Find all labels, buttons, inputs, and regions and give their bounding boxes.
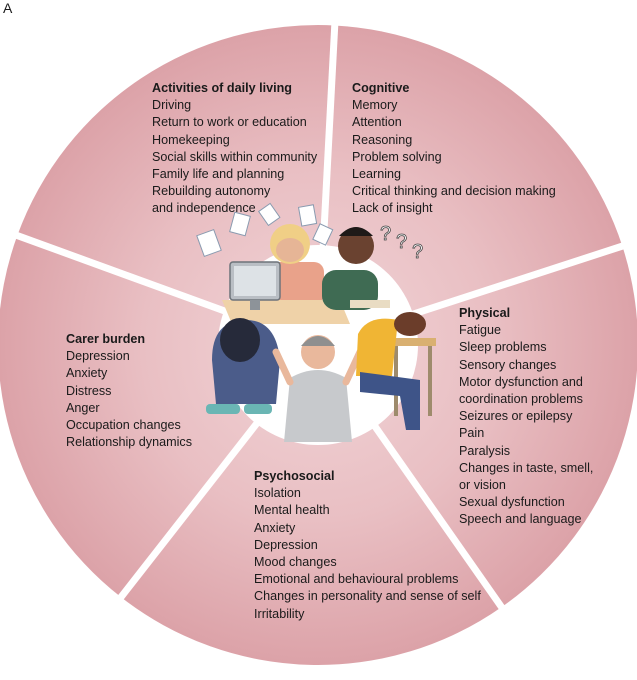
sleeping-person-icon [356, 312, 436, 430]
list-item: and independence [152, 201, 256, 216]
section-physical: Physical Fatigue Sleep problems Sensory … [459, 305, 593, 529]
section-item-list: Isolation Mental health Anxiety Depressi… [254, 485, 481, 623]
list-item: Changes in taste, smell, [459, 460, 594, 475]
list-item: Depression [254, 537, 318, 552]
segment-psychosocial [120, 345, 502, 665]
segment-cognitive [318, 25, 623, 346]
list-item: Seizures or epilepsy [459, 409, 573, 424]
list-item: Sensory changes [459, 357, 557, 372]
list-item: Rebuilding autonomy [152, 184, 271, 199]
section-heading: Activities of daily living [152, 81, 292, 95]
section-item-list: Depression Anxiety Distress Anger Occupa… [66, 348, 192, 451]
list-item: Pain [459, 426, 485, 441]
list-item: Depression [66, 349, 130, 364]
list-item: Reasoning [352, 132, 413, 147]
list-item: coordination problems [459, 392, 583, 407]
section-cognitive: Cognitive Memory Attention Reasoning Pro… [352, 80, 556, 218]
list-item: Lack of insight [352, 201, 433, 216]
list-item: Mental health [254, 503, 330, 518]
section-psychosocial: Psychosocial Isolation Mental health Anx… [254, 468, 481, 623]
list-item: Irritability [254, 606, 305, 621]
section-activities-of-daily-living: Activities of daily living Driving Retur… [152, 80, 317, 218]
section-heading: Psychosocial [254, 469, 335, 483]
list-item: or vision [459, 478, 506, 493]
confused-man-icon [322, 227, 390, 310]
list-item: Anxiety [66, 366, 108, 381]
list-item: Changes in personality and sense of self [254, 589, 481, 604]
list-item: Anxiety [254, 520, 296, 535]
list-item: Distress [66, 383, 112, 398]
flying-papers-icon [196, 202, 334, 258]
list-item: Sleep problems [459, 340, 547, 355]
list-item: Social skills within community [152, 149, 318, 164]
section-heading: Cognitive [352, 81, 410, 95]
list-item: Motor dysfunction and [459, 374, 583, 389]
list-item: Return to work or education [152, 115, 307, 130]
section-carer-burden: Carer burden Depression Anxiety Distress… [66, 331, 192, 451]
section-item-list: Memory Attention Reasoning Problem solvi… [352, 97, 556, 217]
list-item: Sexual dysfunction [459, 495, 565, 510]
list-item: Homekeeping [152, 132, 230, 147]
list-item: Mood changes [254, 555, 337, 570]
question-marks-icon: ? ? ? [380, 223, 424, 264]
central-illustration: ? ? ? [196, 202, 436, 442]
list-item: Anger [66, 400, 100, 415]
list-item: Occupation changes [66, 418, 181, 433]
list-item: Emotional and behavioural problems [254, 572, 459, 587]
list-item: Problem solving [352, 149, 442, 164]
crouching-person-icon [206, 318, 280, 414]
section-item-list: Driving Return to work or education Home… [152, 97, 317, 217]
list-item: Critical thinking and decision making [352, 184, 556, 199]
question-mark: ? [396, 231, 407, 253]
list-item: Family life and planning [152, 167, 285, 182]
section-heading: Physical [459, 306, 511, 320]
panel-label: A [3, 0, 13, 16]
list-item: Memory [352, 98, 398, 113]
question-mark: ? [412, 241, 423, 263]
list-item: Paralysis [459, 443, 511, 458]
list-item: Driving [152, 98, 192, 113]
list-item: Relationship dynamics [66, 435, 192, 450]
list-item: Attention [352, 115, 402, 130]
list-item: Fatigue [459, 323, 502, 338]
question-mark: ? [380, 223, 391, 245]
list-item: Speech and language [459, 512, 582, 527]
list-item: Learning [352, 167, 402, 182]
desk-computer-icon [222, 261, 350, 324]
section-item-list: Fatigue Sleep problems Sensory changes M… [459, 322, 593, 528]
list-item: Isolation [254, 486, 301, 501]
section-heading: Carer burden [66, 332, 146, 346]
